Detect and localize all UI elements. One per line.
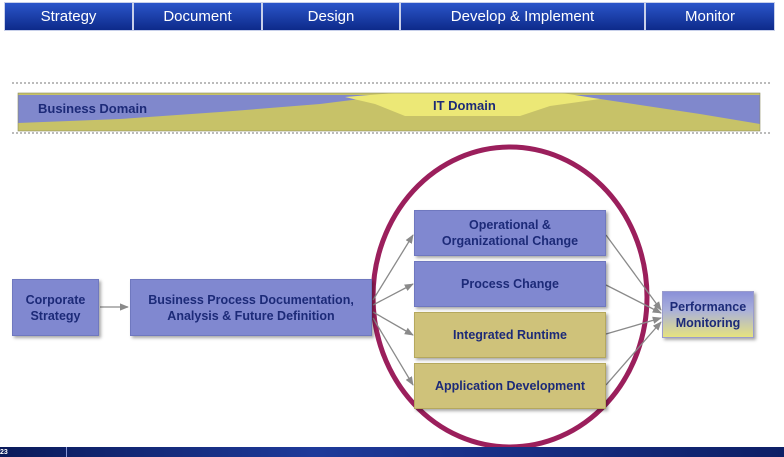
phase-monitor: Monitor [645,2,775,31]
business-domain-band [18,95,402,123]
footer-separator [66,447,67,457]
arrow-bpd-to-runtime [372,311,414,336]
footer-bar [0,447,784,457]
business-process-box: Business Process Documentation, Analysis… [130,279,372,336]
phase-strategy: Strategy [4,2,133,31]
page-number: 23 [0,449,8,456]
process-change-box: Process Change [414,261,606,307]
domain-bands [12,82,772,134]
arrow-bpd-to-operational [372,234,414,301]
arrow-appdev-to-performance [605,321,662,386]
arrow-bpd-to-appdev [372,317,414,386]
integrated-runtime-box: Integrated Runtime [414,312,606,358]
operational-change-box: Operational & Organizational Change [414,210,606,256]
it-domain-highlight [345,93,600,116]
business-domain-band-right [560,95,760,124]
performance-monitoring-box: Performance Monitoring [662,291,754,338]
phase-document: Document [133,2,262,31]
business-domain-label: Business Domain [38,101,148,116]
phase-design: Design [262,2,400,31]
arrow-operational-to-performance [605,234,662,311]
arrow-bpd-to-process [372,283,414,306]
phase-develop-implement: Develop & Implement [400,2,645,31]
arrow-runtime-to-performance [605,316,662,335]
it-domain-label: IT Domain [433,98,496,113]
application-development-box: Application Development [414,363,606,409]
corporate-strategy-box: Corporate Strategy [12,279,99,336]
arrow-process-to-performance [605,284,662,314]
